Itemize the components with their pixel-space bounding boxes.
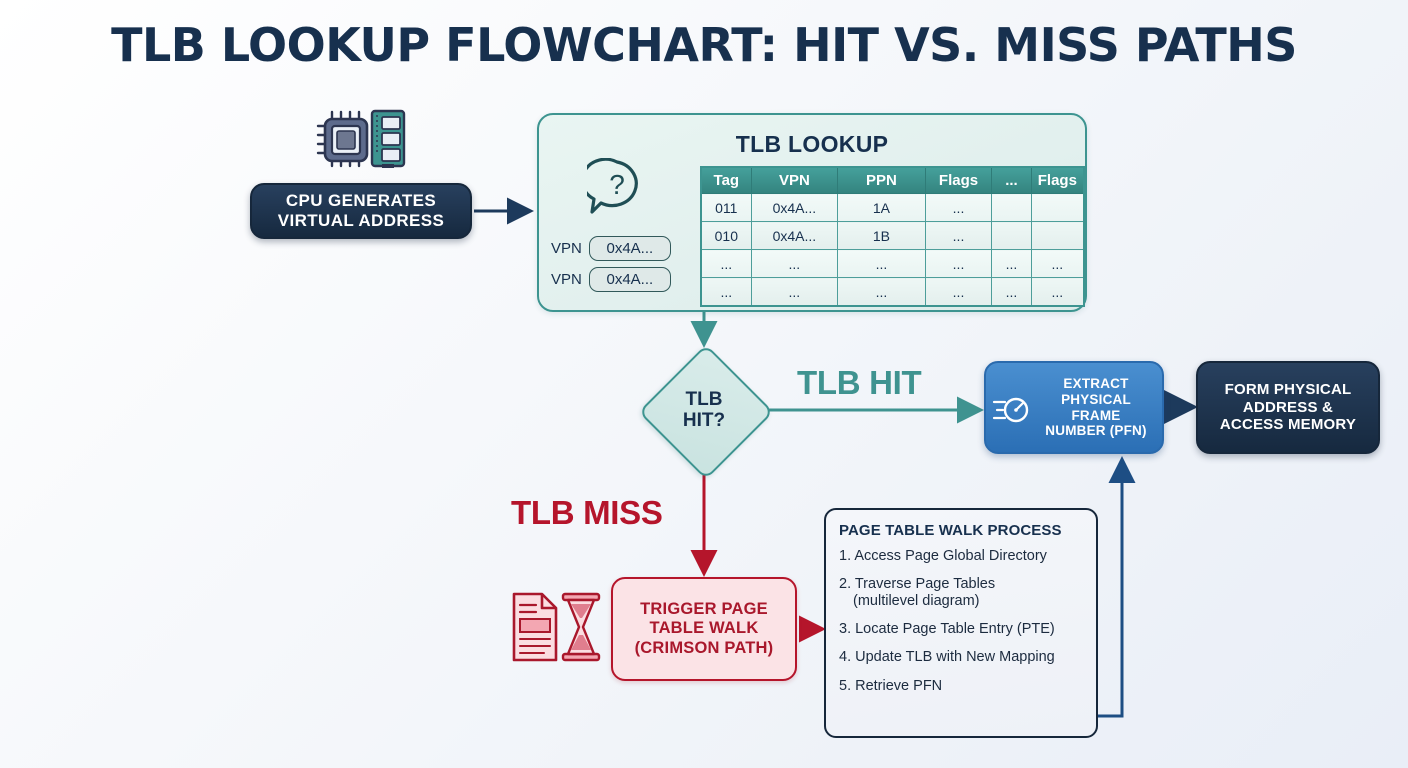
cpu-box-line1: CPU GENERATES [285,190,437,210]
cell-ppn: ... [837,249,926,278]
cell-ppn: ... [837,277,926,307]
extract-pfn-box[interactable]: EXTRACT PHYSICAL FRAME NUMBER (PFN) [984,361,1164,454]
pfn-line2: PHYSICAL [1061,391,1131,407]
cell-flags2 [1030,193,1085,222]
cell-tag: 011 [700,193,752,222]
cell-tag: ... [700,277,752,307]
trigger-page-table-walk-box[interactable]: TRIGGER PAGE TABLE WALK (CRIMSON PATH) [611,577,797,681]
cell-vpn: 0x4A... [750,221,839,250]
diamond-label: TLB HIT? [639,346,769,474]
cell-flags2: ... [1030,277,1085,307]
table-header-row: Tag VPN PPN Flags ... Flags [700,166,1085,194]
form-physical-address-box[interactable]: FORM PHYSICAL ADDRESS & ACCESS MEMORY [1196,361,1380,454]
document-hourglass-icon [512,592,601,662]
vpn-label: VPN [551,271,582,288]
cell-dots: ... [991,249,1032,278]
ptw-step-2: 2. Traverse Page Tables (multilevel diag… [839,576,1083,610]
wire-ptw-to-pfn-feedback [1098,456,1136,718]
pfn-line1: EXTRACT [1063,375,1129,391]
ptw-panel-title: PAGE TABLE WALK PROCESS [839,522,1062,539]
tlb-miss-path-label: TLB MISS [511,494,663,531]
ptw-step-1-text: 1. Access Page Global Directory [839,548,1047,564]
cpu-chip-ram-icon [316,109,406,168]
vpn-value-chip[interactable]: 0x4A... [588,236,671,261]
tlb-hit-decision-diamond[interactable]: TLB HIT? [638,344,774,480]
table-row[interactable]: 011 0x4A... 1A ... [700,193,1085,222]
ptw-step-3: 3. Locate Page Table Entry (PTE) [839,621,1083,638]
cell-vpn: ... [750,249,839,278]
ptw-step-5: 5. Retrieve PFN [839,678,1083,695]
ptw-step-4-text: 4. Update TLB with New Mapping [839,649,1055,666]
ptw-step-5-text: 5. Retrieve PFN [839,677,943,694]
form-line3: ACCESS MEMORY [1219,416,1357,434]
svg-text:?: ? [609,169,625,200]
column-header-flags: Flags [924,166,993,194]
column-header-ellipsis: ... [991,166,1032,194]
vpn-input-row[interactable]: VPN 0x4A... [551,267,671,292]
question-speech-bubble-icon: ? [587,158,638,214]
cell-dots [991,221,1032,250]
ptw-step-3-text: 3. Locate Page Table Entry (PTE) [839,621,1055,638]
trigger-line3: (CRIMSON PATH) [634,638,774,657]
trigger-line2: TABLE WALK [649,619,759,638]
column-header-tag: Tag [700,166,752,194]
cell-ppn: 1B [837,221,926,250]
form-line1: FORM PHYSICAL [1224,380,1352,398]
trigger-line1: TRIGGER PAGE [640,599,768,618]
cell-flags: ... [924,193,993,222]
cell-flags: ... [924,249,993,278]
ptw-step-1: 1. Access Page Global Directory [839,548,1083,565]
page-title: TLB LOOKUP FLOWCHART: HIT VS. MISS PATHS [111,18,1297,72]
table-row[interactable]: ... ... ... ... ... ... [700,277,1085,307]
cpu-generates-virtual-address-box[interactable]: CPU GENERATES VIRTUAL ADDRESS [250,183,472,239]
tlb-hit-path-label: TLB HIT [797,364,922,401]
tlb-lookup-panel: TLB LOOKUP ? VPN 0x4A... VPN 0x4A... Tag… [537,113,1087,312]
table-row[interactable]: 010 0x4A... 1B ... [700,221,1085,250]
vpn-input-row[interactable]: VPN 0x4A... [551,236,671,261]
diamond-line1: TLB [685,388,723,410]
cell-tag: 010 [700,221,752,250]
cell-flags2 [1030,221,1085,250]
ptw-step-2-subtext: (multilevel diagram) [853,593,980,610]
cell-ppn: 1A [837,193,926,222]
tlb-lookup-heading: TLB LOOKUP [735,131,889,157]
pfn-line3: FRAME [1071,407,1121,423]
column-header-vpn: VPN [750,166,839,194]
ptw-step-4: 4. Update TLB with New Mapping [839,649,1083,666]
cell-flags: ... [924,221,993,250]
cell-dots: ... [991,277,1032,307]
cell-vpn: ... [750,277,839,307]
vpn-value-chip[interactable]: 0x4A... [588,267,671,292]
ptw-step-2-text: 2. Traverse Page Tables [839,576,996,593]
pfn-line4: NUMBER (PFN) [1045,423,1147,439]
cell-tag: ... [700,249,752,278]
cell-dots [991,193,1032,222]
form-line2: ADDRESS & [1242,398,1334,416]
tlb-entries-table: Tag VPN PPN Flags ... Flags 011 0x4A... … [700,166,1085,307]
cell-vpn: 0x4A... [750,193,839,222]
table-row[interactable]: ... ... ... ... ... ... [700,249,1085,278]
cell-flags2: ... [1030,249,1085,278]
column-header-flags2: Flags [1030,166,1085,194]
column-header-ppn: PPN [837,166,926,194]
vpn-label: VPN [551,240,582,257]
cell-flags: ... [924,277,993,307]
speedometer-icon [992,397,1029,423]
page-table-walk-process-panel: PAGE TABLE WALK PROCESS 1. Access Page G… [824,508,1098,738]
cpu-box-line2: VIRTUAL ADDRESS [277,211,445,230]
diamond-line2: HIT? [682,410,726,431]
